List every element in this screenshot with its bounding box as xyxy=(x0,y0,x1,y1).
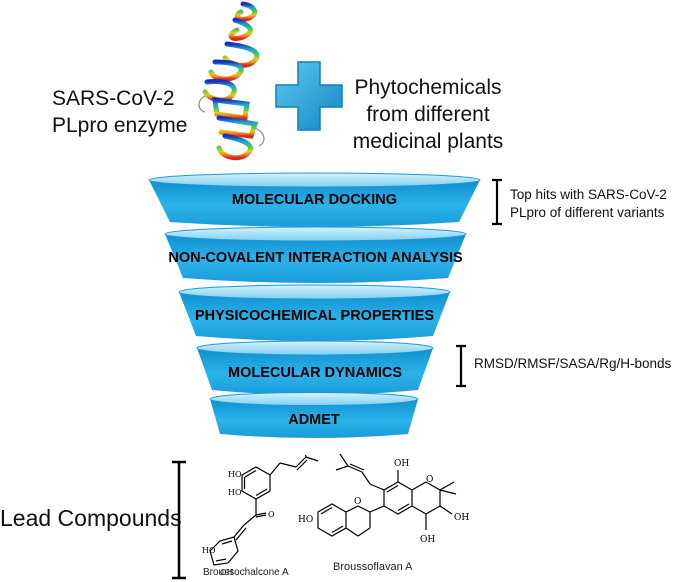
enzyme-label: SARS-CoV-2 PLpro enzyme xyxy=(52,85,187,139)
stage-label-non-covalent: NON-COVALENT INTERACTION ANALYSIS xyxy=(168,250,463,266)
docking-note-line1: Top hits with SARS-CoV-2 xyxy=(510,187,667,202)
stage-label-admet: ADMET xyxy=(288,412,340,428)
phyto-line1: Phytochemicals xyxy=(354,76,502,99)
docking-note: Top hits with SARS-CoV-2 PLpro of differ… xyxy=(510,186,667,222)
atom-oh-1: OH xyxy=(220,568,234,577)
plus-icon xyxy=(275,61,343,131)
funnel-stage-molecular-dynamics: MOLECULAR DYNAMICS xyxy=(195,338,435,396)
atom-oh-4: OH xyxy=(420,535,435,545)
phyto-line3: medicinal plants xyxy=(352,130,504,153)
atom-ho-flavan: HO xyxy=(298,515,313,525)
funnel-stage-physicochemical: PHYSICOCHEMICAL PROPERTIES xyxy=(177,282,452,342)
atom-o-chroman: O xyxy=(354,497,361,507)
stage-label-molecular-dynamics: MOLECULAR DYNAMICS xyxy=(228,365,402,381)
atom-ho-2: HO xyxy=(228,488,242,497)
enzyme-label-line1: SARS-CoV-2 xyxy=(52,87,175,110)
funnel-stage-shape xyxy=(196,340,434,395)
enzyme-label-line2: PLpro enzyme xyxy=(52,114,188,137)
funnel-stage-molecular-docking: MOLECULAR DOCKING xyxy=(147,170,482,228)
funnel-stage-shape xyxy=(178,284,451,341)
atom-oh-3: OH xyxy=(454,513,469,523)
atom-ho-1: HO xyxy=(228,470,242,479)
stage-label-molecular-docking: MOLECULAR DOCKING xyxy=(231,192,398,208)
atom-ho-3: HO xyxy=(202,546,216,555)
funnel-stage-shape xyxy=(148,172,481,227)
atom-oh-top: OH xyxy=(394,459,409,469)
broussochalcone-a-label: Broussochalcone A xyxy=(203,567,289,578)
phytochemicals-label: Phytochemicals from different medicinal … xyxy=(348,74,508,155)
phyto-line2: from different xyxy=(366,103,490,126)
lead-bracket xyxy=(172,460,186,580)
dynamics-bracket xyxy=(456,344,466,388)
funnel-stage-shape xyxy=(164,226,467,283)
atom-o: O xyxy=(268,510,275,519)
funnel-stage-non-covalent: NON-COVALENT INTERACTION ANALYSIS xyxy=(163,224,468,284)
lead-compounds-title: Lead Compounds xyxy=(0,505,182,531)
docking-note-line2: PLpro of different variants xyxy=(510,205,665,220)
broussoflavan-a-label: Broussoflavan A xyxy=(333,561,413,573)
plpro-protein-illustration xyxy=(198,1,265,161)
funnel-stage-admet: ADMET xyxy=(208,390,420,440)
broussoflavan-a-structure: OH O OH OH HO O xyxy=(298,453,469,545)
dynamics-note: RMSD/RMSF/SASA/Rg/H-bonds xyxy=(474,356,672,371)
atom-o-ring: O xyxy=(426,475,433,485)
broussochalcone-a-structure: HO HO O HO OH xyxy=(202,455,319,577)
funnel-stage-shape xyxy=(209,392,419,438)
stage-label-physicochemical: PHYSICOCHEMICAL PROPERTIES xyxy=(194,308,435,324)
docking-bracket xyxy=(492,178,502,226)
